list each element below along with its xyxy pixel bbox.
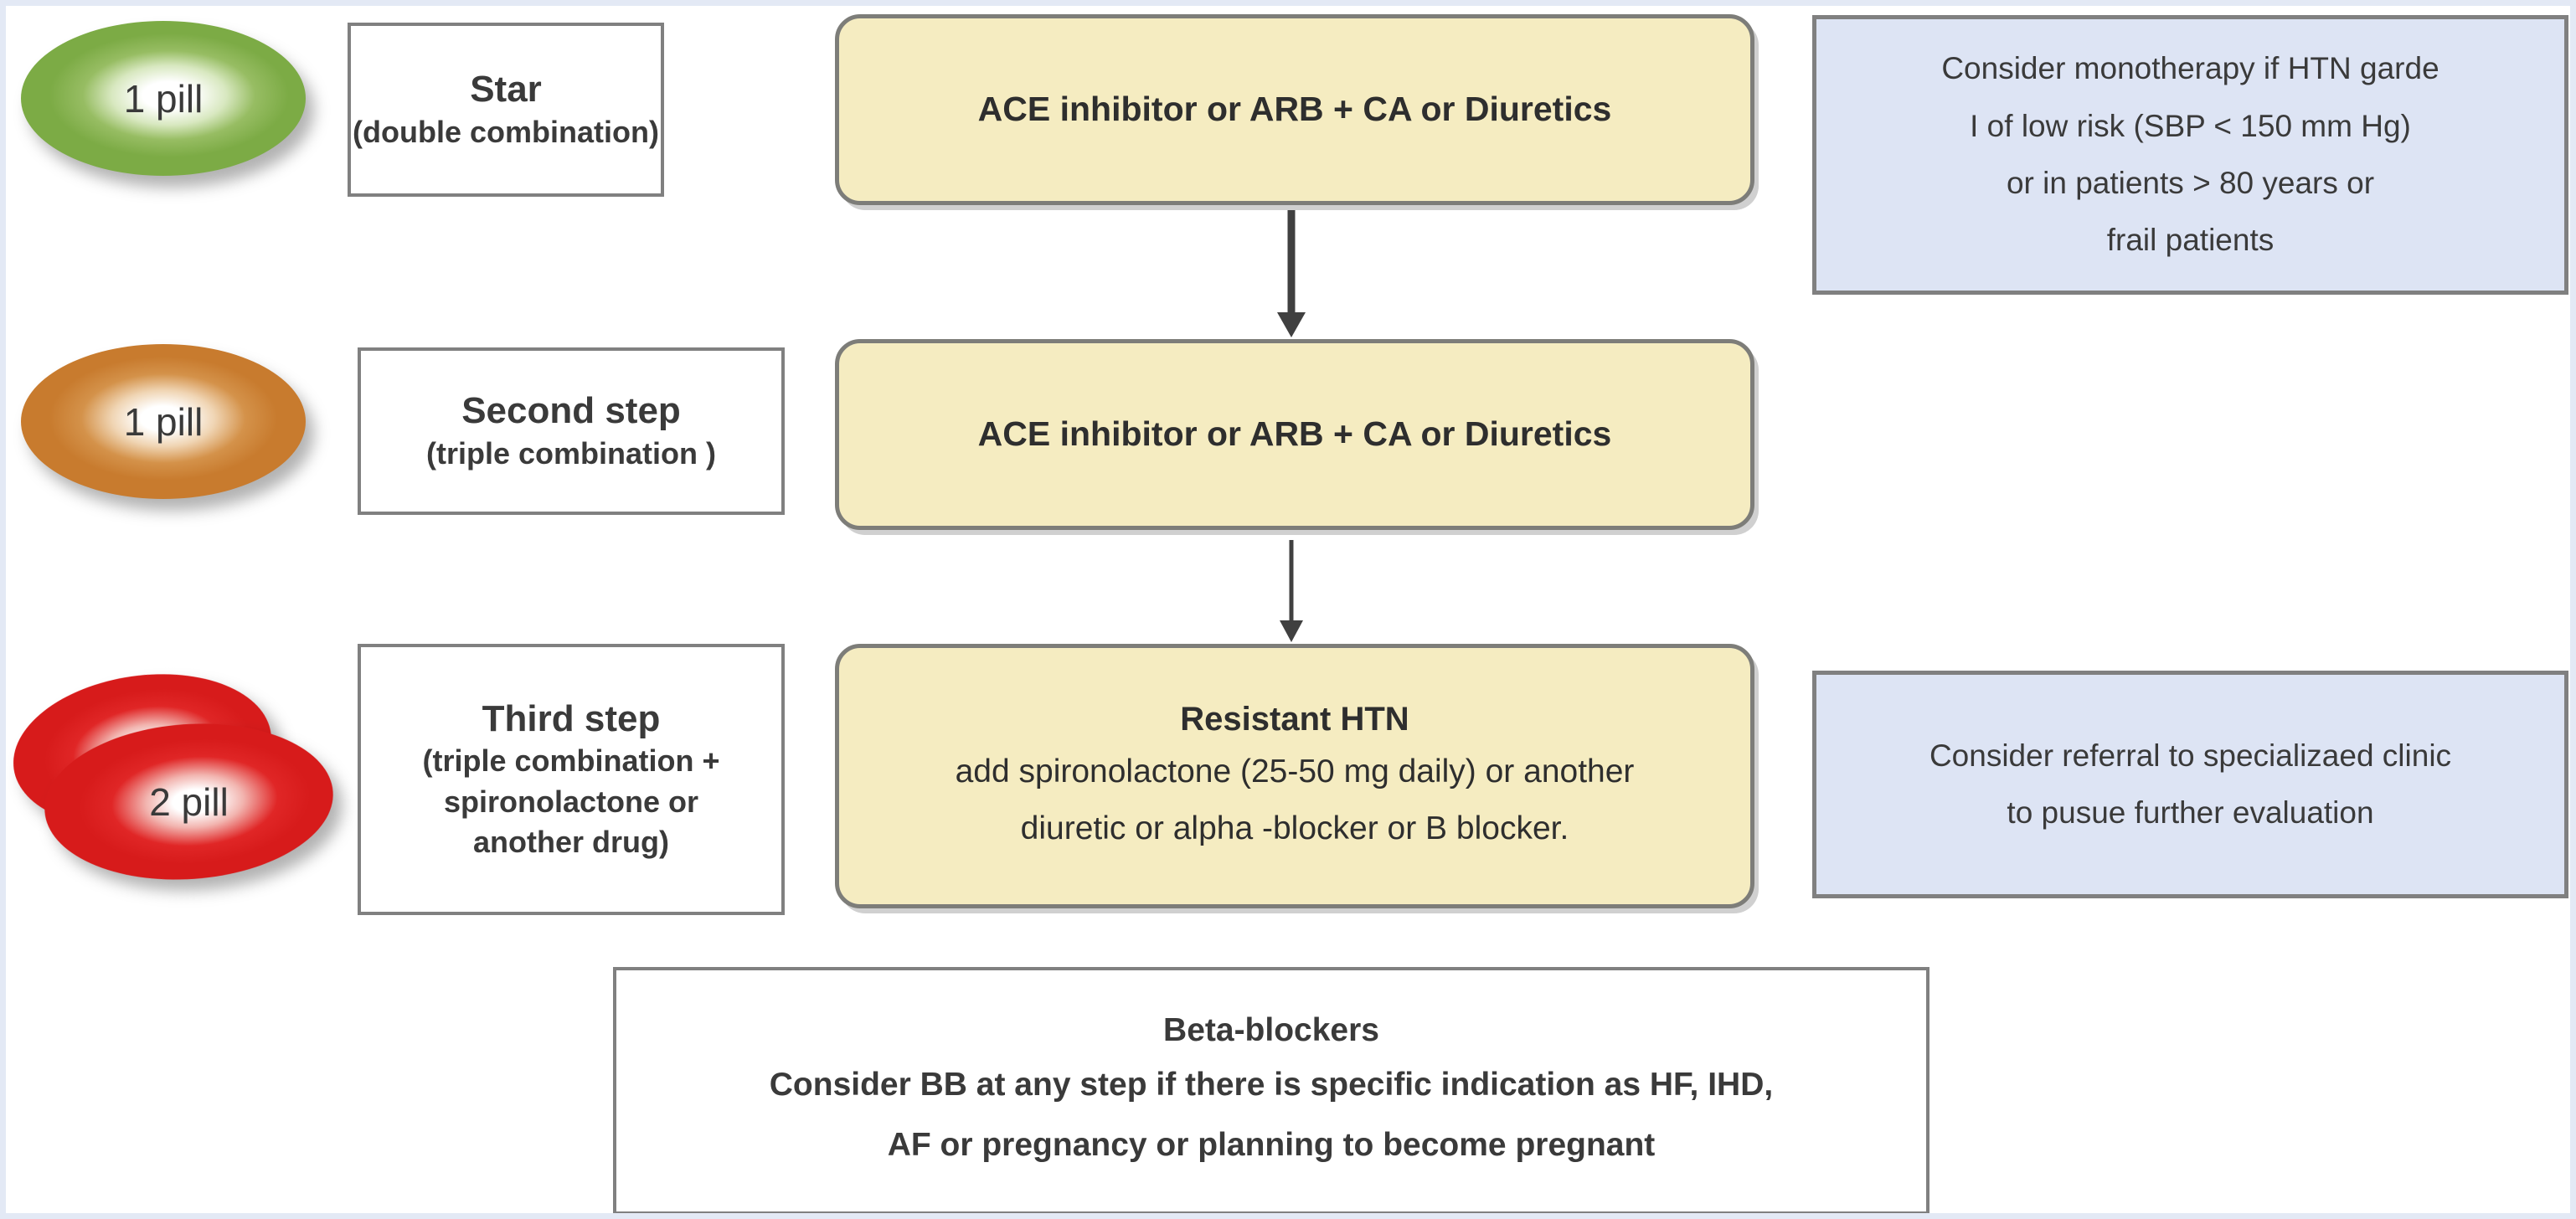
monotherapy-note-box: Consider monotherapy if HTN garde I of l…: [1812, 15, 2568, 295]
arrow-step2-to-step3: [1266, 540, 1316, 642]
arrow-head-1: [1277, 312, 1306, 337]
monotherapy-note-line-0: Consider monotherapy if HTN garde: [1941, 51, 2439, 86]
pill-shape-green-1: [21, 21, 306, 176]
beta-blockers-heading: Beta-blockers: [1163, 1011, 1379, 1048]
pill-icon-red-double: 2 pill: [6, 658, 364, 893]
arrow-step1-to-step2: [1266, 210, 1316, 337]
monotherapy-note-line-3: frail patients: [2106, 223, 2275, 258]
treatment-heading-3: Resistant HTN: [1180, 700, 1409, 738]
arrow-shaft-2: [1289, 540, 1294, 620]
pill-icon-orange: 1 pill: [21, 344, 322, 512]
treatment-box-2: ACE inhibitor or ARB + CA or Diuretics: [835, 339, 1754, 530]
step-subtitle-1: (double combination): [353, 114, 659, 149]
step-title-3: Third step: [482, 697, 661, 739]
step-subtitle-2: (triple combination ): [426, 435, 716, 471]
treatment-line-3-1: diuretic or alpha -blocker or B blocker.: [1020, 810, 1569, 846]
treatment-line-1-0: ACE inhibitor or ARB + CA or Diuretics: [977, 90, 1612, 129]
pill-label-step2: 1 pill: [123, 399, 204, 444]
pill-label-step3: 2 pill: [149, 779, 229, 824]
pill-shape-orange-1: [21, 344, 306, 499]
arrow-head-2: [1280, 620, 1303, 642]
treatment-line-2-0: ACE inhibitor or ARB + CA or Diuretics: [977, 414, 1612, 454]
treatment-box-1: ACE inhibitor or ARB + CA or Diuretics: [835, 14, 1754, 205]
step-title-1: Star: [470, 69, 542, 111]
beta-blockers-box: Beta-blockers Consider BB at any step if…: [613, 967, 1929, 1213]
monotherapy-note-line-1: I of low risk (SBP < 150 mm Hg): [1970, 108, 2411, 143]
step-title-2: Second step: [461, 390, 681, 432]
step-subtitle-3-2: another drug): [473, 824, 669, 859]
beta-blockers-line-1: AF or pregnancy or planning to become pr…: [887, 1127, 1656, 1164]
beta-blockers-line-0: Consider BB at any step if there is spec…: [769, 1067, 1774, 1103]
monotherapy-note-line-2: or in patients > 80 years or: [2006, 166, 2375, 200]
referral-note-line-0: Consider referral to specializaed clinic: [1929, 738, 2452, 773]
treatment-line-3-0: add spironolactone (25-50 mg daily) or a…: [955, 753, 1635, 790]
step-label-box-1: Star (double combination): [348, 23, 664, 197]
arrow-shaft-1: [1287, 210, 1296, 312]
pill-icon-green: 1 pill: [21, 21, 322, 188]
step-subtitle-3-0: (triple combination +: [422, 743, 720, 779]
referral-note-box: Consider referral to specializaed clinic…: [1812, 671, 2568, 898]
pill-label-step1: 1 pill: [123, 76, 204, 121]
treatment-box-3: Resistant HTN add spironolactone (25-50 …: [835, 644, 1754, 908]
step-subtitle-3-1: spironolactone or: [443, 784, 699, 819]
step-label-box-2: Second step (triple combination ): [358, 347, 785, 515]
referral-note-line-1: to pusue further evaluation: [2007, 795, 2374, 830]
step-label-box-3: Third step (triple combination + spirono…: [358, 644, 785, 915]
